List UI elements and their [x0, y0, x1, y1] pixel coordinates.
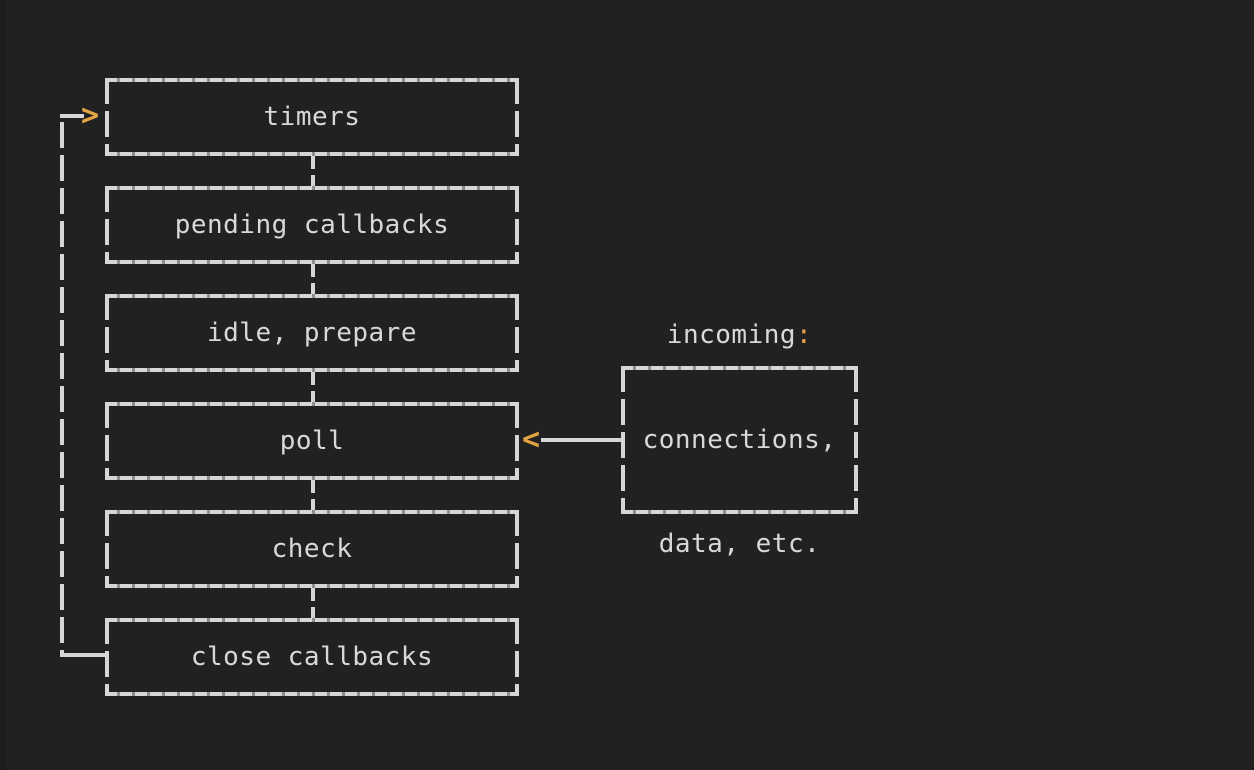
phase-box-pending-callbacks[interactable]: pending callbacks	[105, 186, 519, 264]
connector-idle-to-poll	[311, 372, 315, 402]
incoming-arrowhead-icon: <	[522, 422, 541, 457]
box-border-right	[515, 78, 519, 156]
phase-label-check: check	[271, 533, 353, 564]
phase-label-timers: timers	[263, 101, 361, 132]
box-border-left	[105, 294, 109, 372]
loop-back-top-segment	[60, 114, 84, 118]
box-border-right	[515, 294, 519, 372]
box-border-left	[105, 402, 109, 480]
box-border-bottom	[105, 584, 519, 588]
incoming-line-3: data, etc.	[658, 529, 821, 560]
connector-pending-to-idle	[311, 264, 315, 294]
incoming-box-text: incoming: connections, data, etc.	[643, 248, 837, 631]
box-border-right	[515, 510, 519, 588]
box-border-right	[854, 366, 858, 514]
incoming-line-2: connections,	[642, 424, 837, 455]
loop-back-vertical-line	[60, 122, 64, 656]
incoming-to-poll-line	[541, 438, 623, 442]
box-border-bottom	[105, 692, 519, 696]
box-border-right	[515, 618, 519, 696]
phase-label-close-callbacks: close callbacks	[190, 641, 434, 672]
phase-box-close-callbacks[interactable]: close callbacks	[105, 618, 519, 696]
left-edge-strip	[0, 0, 6, 770]
phase-box-timers[interactable]: timers	[105, 78, 519, 156]
phase-label-poll: poll	[279, 425, 345, 456]
box-border-top	[105, 510, 519, 514]
box-border-right	[515, 402, 519, 480]
incoming-box[interactable]: incoming: connections, data, etc.	[621, 320, 858, 559]
connector-check-to-close	[311, 588, 315, 618]
box-border-top	[105, 402, 519, 406]
box-border-right	[515, 186, 519, 264]
box-border-top	[621, 366, 858, 370]
box-border-left	[105, 78, 109, 156]
box-border-top	[105, 618, 519, 622]
box-border-bottom	[621, 510, 858, 514]
phase-label-idle-prepare: idle, prepare	[207, 317, 417, 348]
box-border-bottom	[105, 368, 519, 372]
phase-box-check[interactable]: check	[105, 510, 519, 588]
box-border-left	[621, 366, 625, 514]
phase-box-poll[interactable]: poll	[105, 402, 519, 480]
box-border-bottom	[105, 476, 519, 480]
box-border-top	[105, 186, 519, 190]
box-border-top	[105, 78, 519, 82]
loop-back-arrowhead-icon: >	[81, 98, 100, 133]
phase-label-pending-callbacks: pending callbacks	[174, 209, 450, 240]
loop-back-bottom-segment	[60, 653, 108, 657]
incoming-line-1: incoming:	[643, 318, 837, 353]
incoming-colon: :	[796, 320, 813, 351]
box-border-left	[105, 510, 109, 588]
connector-timers-to-pending	[311, 156, 315, 186]
connector-poll-to-check	[311, 480, 315, 510]
incoming-label: incoming	[666, 320, 797, 351]
box-border-bottom	[105, 152, 519, 156]
box-border-bottom	[105, 260, 519, 264]
box-border-left	[105, 186, 109, 264]
phase-box-idle-prepare[interactable]: idle, prepare	[105, 294, 519, 372]
box-border-top	[105, 294, 519, 298]
box-border-left	[105, 618, 109, 696]
